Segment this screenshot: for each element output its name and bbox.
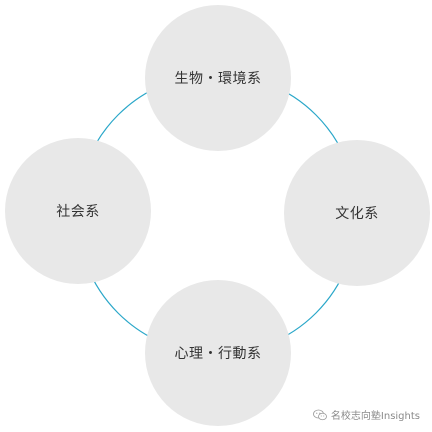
node-society: 社会系	[5, 138, 151, 284]
wechat-icon	[313, 409, 327, 420]
node-label: 文化系	[335, 206, 379, 222]
node-culture: 文化系	[284, 140, 430, 286]
node-label: 社会系	[56, 204, 100, 220]
node-label: 生物・環境系	[174, 71, 262, 87]
node-biology-environment: 生物・環境系	[145, 5, 291, 151]
watermark: 名校志向塾Insights	[313, 407, 420, 422]
node-label: 心理・行動系	[174, 346, 262, 362]
node-psychology-behavior: 心理・行動系	[145, 280, 291, 426]
watermark-text: 名校志向塾Insights	[330, 411, 420, 422]
